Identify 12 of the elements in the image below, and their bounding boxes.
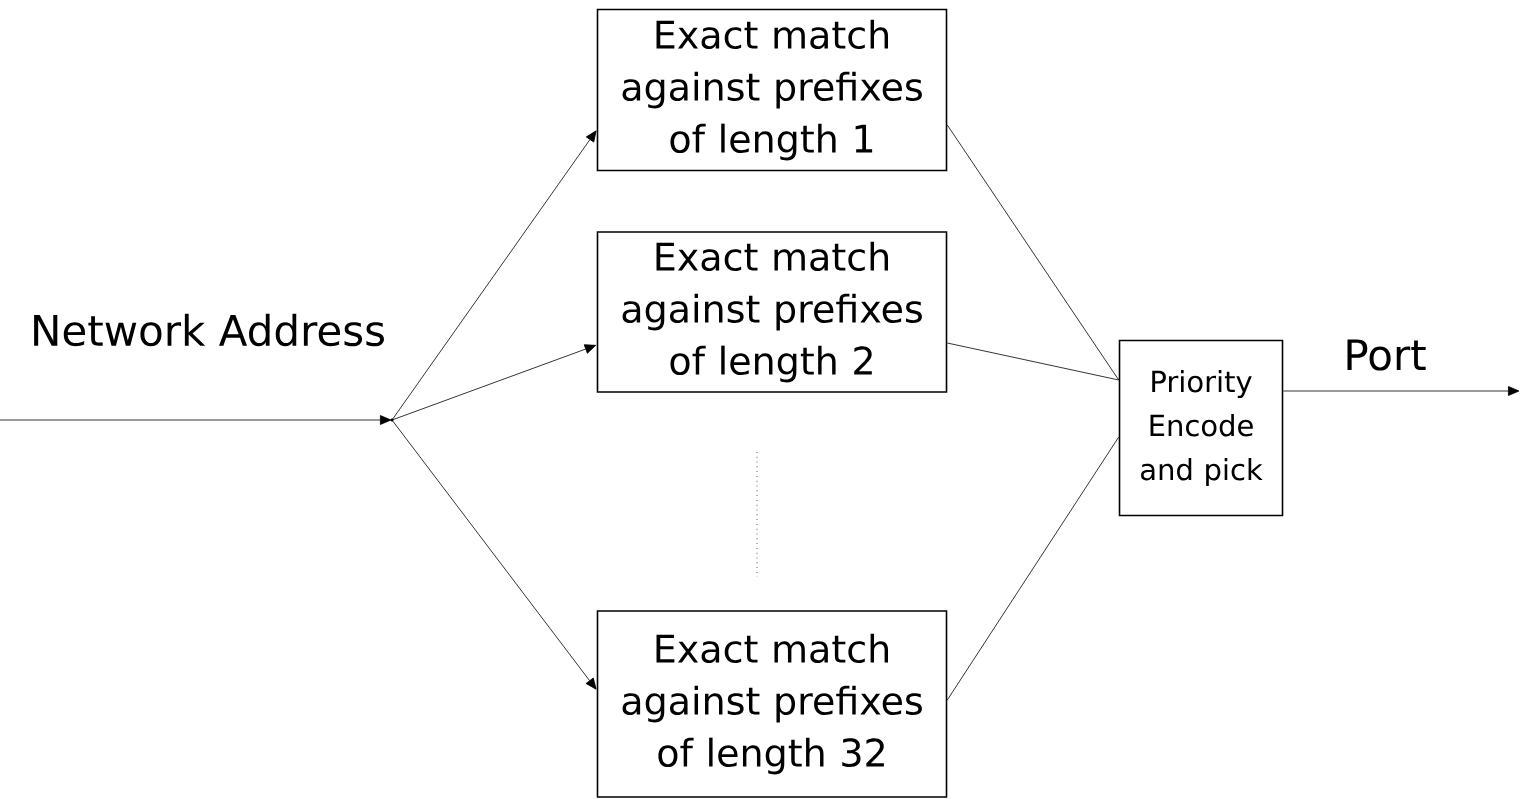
process-box: Priority Encode and pick: [1118, 339, 1284, 517]
arrow: [391, 344, 597, 421]
process-box: Exact match against prefixes of length 1: [596, 8, 948, 172]
edge-label: Port: [1347, 339, 1426, 371]
arrow: [1282, 386, 1520, 396]
arrow: [391, 130, 597, 421]
edge-label: Network Address: [34, 313, 384, 347]
arrow: [391, 419, 597, 690]
process-box: Exact match against prefixes of length 32: [596, 610, 948, 798]
process-box: Exact match against prefixes of length 2: [596, 231, 948, 393]
junction-point: [390, 418, 394, 422]
arrow: [0, 415, 392, 425]
